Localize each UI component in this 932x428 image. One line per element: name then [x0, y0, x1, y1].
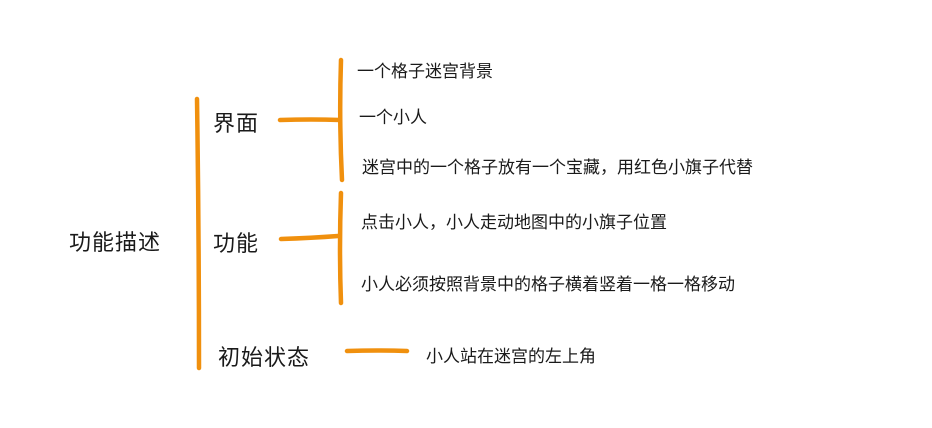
- leaf-maze-background: 一个格子迷宫背景: [357, 62, 493, 82]
- leaf-treasure-flag: 迷宫中的一个格子放有一个宝藏，用红色小旗子代替: [362, 158, 753, 178]
- leaf-start-position: 小人站在迷宫的左上角: [426, 347, 596, 367]
- branch-interface: 界面: [213, 112, 260, 137]
- leaf-little-man: 一个小人: [359, 108, 427, 128]
- root-bracket: [194, 96, 202, 371]
- root-topic: 功能描述: [69, 231, 162, 256]
- leaf-click-move: 点击小人，小人走动地图中的小旗子位置: [361, 213, 667, 233]
- branch-2-connector: [278, 233, 341, 242]
- branch-function: 功能: [213, 232, 260, 257]
- branch-initial-state: 初始状态: [218, 346, 311, 371]
- branch-3-connector: [344, 348, 410, 354]
- branch-2-bracket: [337, 190, 344, 306]
- branch-1-connector: [277, 117, 343, 123]
- leaf-grid-movement: 小人必须按照背景中的格子横着竖着一格一格移动: [361, 275, 735, 295]
- branch-1-bracket: [337, 57, 345, 183]
